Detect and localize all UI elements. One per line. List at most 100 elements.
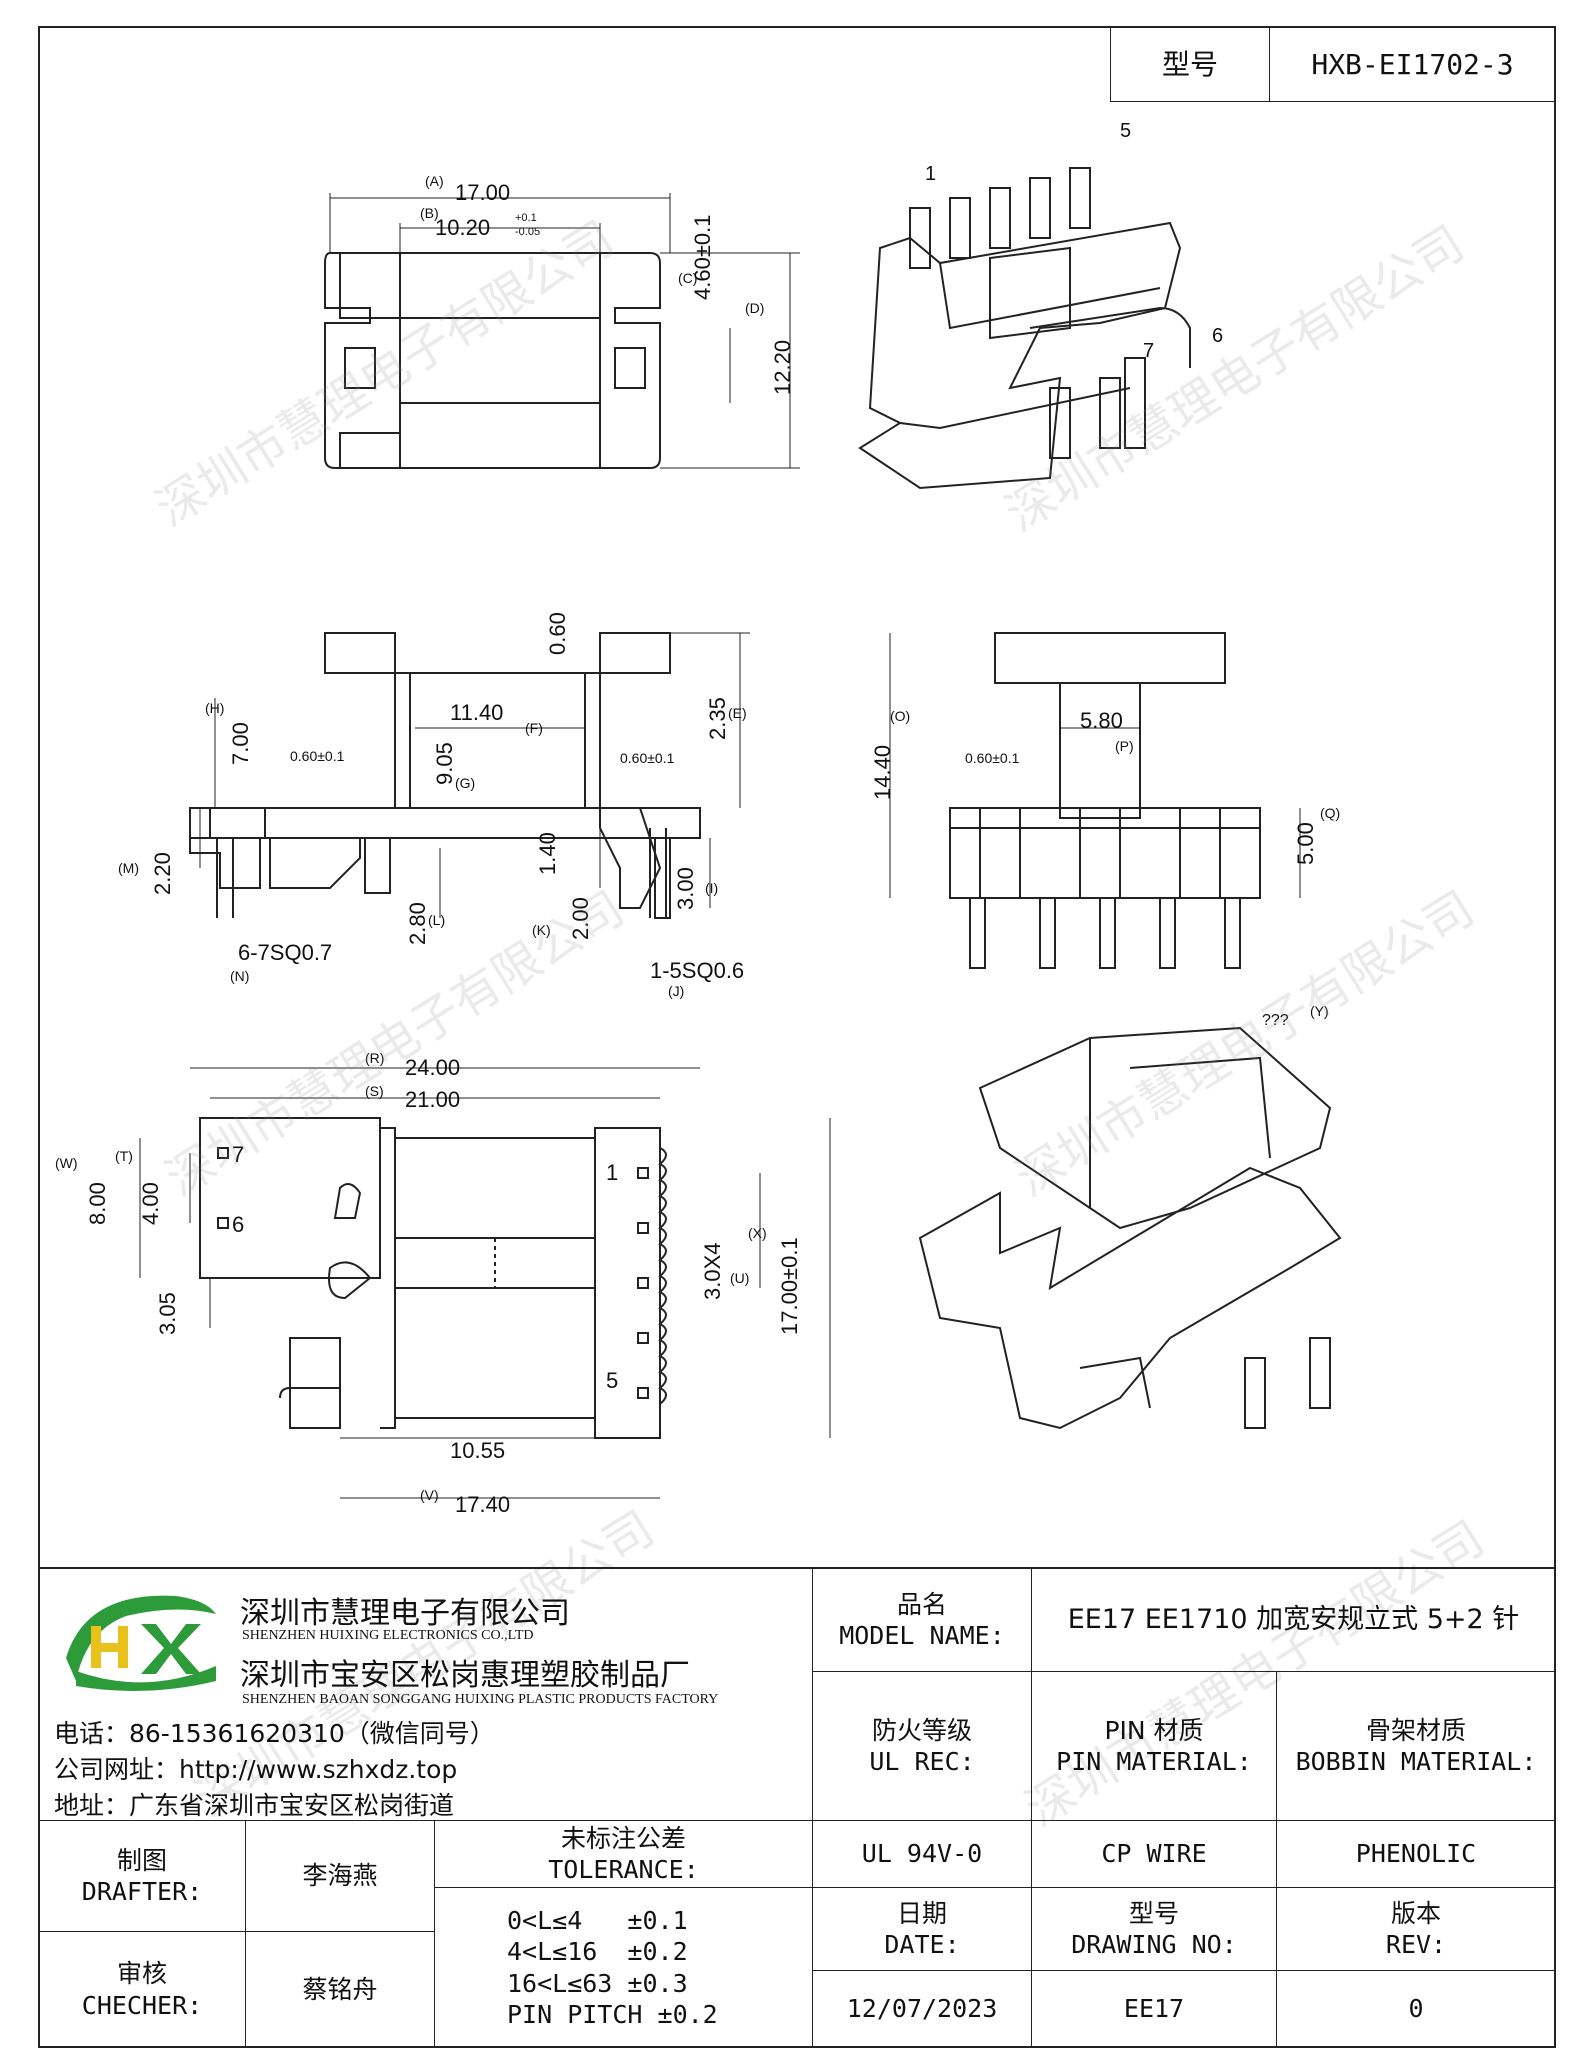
checker-value-cell: 蔡铭舟 [245,1931,435,2048]
company-name-cn: 深圳市慧理电子有限公司 [240,1596,570,1631]
dim-label: 4.00 [138,1182,163,1225]
checker-label-cell: 审核 CHECHER: [38,1931,246,2048]
pin-label: 5 [1120,120,1132,142]
pin-label: 1 [925,163,937,185]
rev-value-cell: 0 [1276,1970,1556,2048]
dim-label: 5.80 [1080,708,1123,733]
dim-label: (E) [728,705,747,721]
side-view [889,632,1301,969]
dim-label: 17.00±0.1 [777,1237,802,1335]
tolerance-line: PIN PITCH ±0.2 [507,1999,718,2029]
dim-label: (L) [428,912,446,928]
dim-label: (A) [425,173,444,189]
pin-label-en: PIN MATERIAL: [1056,1747,1252,1776]
model-name-value: EE17 EE1710 加宽安规立式 5+2 针 [1067,1604,1520,1636]
tolerance-values-cell: 0<L≤4 ±0.1 4<L≤16 ±0.2 16<L≤63 ±0.3 PIN … [434,1887,813,2048]
drafter-label-en: DRAFTER: [81,1877,203,1906]
factory-name-cn: 深圳市宝安区松岗惠理塑胶制品厂 [240,1658,690,1693]
model-name-label-cn: 品名 [896,1589,947,1619]
bobbin-label-cn: 骨架材质 [1365,1715,1466,1745]
dim-label: 4.60±0.1 [690,214,715,300]
dim-label: 1.40 [535,832,560,875]
dim-label: (G) [455,775,476,791]
front-view [189,632,750,919]
tolerance-line: 4<L≤16 ±0.2 [507,1937,688,1967]
dim-label: (S) [365,1083,384,1099]
dim-label: 0.60 [545,612,570,655]
ul-label-cell: 防火等级 UL REC: [812,1671,1032,1821]
rev-label-en: REV: [1385,1930,1447,1959]
company-phone: 电话：86-15361620310（微信同号） [54,1719,495,1748]
pin-label: 6 [1212,325,1224,347]
bobbin-material-value-cell: PHENOLIC [1276,1820,1556,1888]
dim-label: (T) [115,1148,133,1164]
company-name-en: SHENZHEN HUIXING ELECTRONICS CO.,LTD [242,1628,534,1643]
dim-label: +0.1 [515,212,537,224]
rev-value: 0 [1408,1994,1424,2024]
title-block-divider [38,1567,1556,1569]
checker-value: 蔡铭舟 [302,1974,378,2004]
company-website: 公司网址：http://www.szhxdz.top [54,1755,458,1784]
dim-label: (R) [365,1050,385,1066]
dim-label: (P) [1115,738,1134,754]
dim-label: 10.55 [450,1438,506,1463]
dim-label: 11.40 [450,700,504,725]
pin-label: 6 [232,1212,245,1237]
dim-label: (N) [230,968,250,984]
drawing-no-value: EE17 [1123,1994,1185,2024]
date-label-cell: 日期 DATE: [812,1887,1032,1971]
tolerance-label-cell: 未标注公差 TOLERANCE: [434,1820,813,1888]
dim-label: (Y) [1310,1003,1329,1019]
dim-label: (D) [745,300,765,316]
tolerance-label-cn: 未标注公差 [560,1823,686,1853]
tolerance-label-en: TOLERANCE: [548,1855,699,1884]
pin-material-value: CP WIRE [1101,1839,1207,1869]
dim-label: (Q) [1320,805,1341,821]
dim-label: 3.05 [155,1292,180,1335]
dim-label: (V) [420,1487,439,1503]
bobbin-label-en: BOBBIN MATERIAL: [1295,1747,1537,1776]
bottom-view [139,1067,831,1499]
pin-label: 1 [606,1160,619,1185]
drawing-no-label-en: DRAWING NO: [1071,1930,1237,1959]
pin-material-value-cell: CP WIRE [1031,1820,1277,1888]
dim-label: 0.60±0.1 [965,750,1020,766]
dim-label: -0.05 [515,226,541,238]
pin-material-label-cell: PIN 材质 PIN MATERIAL: [1031,1671,1277,1821]
dim-label: 1-5SQ0.6 [650,958,745,983]
date-value-cell: 12/07/2023 [812,1970,1032,2048]
drawing-no-label-cell: 型号 DRAWING NO: [1031,1887,1277,1971]
bobbin-material-value: PHENOLIC [1355,1839,1477,1869]
dim-label: (O) [890,708,911,724]
dim-label: 7.00 [228,722,253,765]
date-value: 12/07/2023 [846,1994,998,2024]
dim-label: 8.00 [85,1182,110,1225]
dim-label: (U) [730,1270,750,1286]
ul-label-cn: 防火等级 [871,1715,972,1745]
rev-label-cell: 版本 REV: [1276,1887,1556,1971]
drafter-label-cell: 制图 DRAFTER: [38,1820,246,1932]
dim-label: 0.60±0.1 [290,748,345,764]
factory-name-en: SHENZHEN BAOAN SONGGANG HUIXING PLASTIC … [242,1692,719,1707]
company-logo: HX [56,1586,226,1696]
ul-value: UL 94V-0 [861,1839,983,1869]
dim-label: (H) [205,700,225,716]
dim-label: (F) [525,720,543,736]
date-label-cn: 日期 [896,1898,947,1928]
dim-label: 17.00 [455,180,511,205]
dim-label: 12.20 [770,339,795,395]
header-model-value: HXB-EI1702-3 [1311,47,1514,81]
iso-view-top [858,167,1191,490]
dim-label: 10.20 [435,215,491,240]
tolerance-line: 16<L≤63 ±0.3 [507,1968,688,1998]
dim-label: (K) [532,922,551,938]
pin-label: 7 [1143,340,1155,362]
dimension-labels: 1 5 7 6 (A) 17.00 (B) 10.20 +0.1 -0.05 (… [55,120,1341,1517]
company-address: 地址：广东省深圳市宝安区松岗街道 [54,1791,455,1820]
dim-label: 3.0X4 [700,1242,725,1301]
dim-label: (J) [668,983,685,999]
pin-label: 7 [232,1142,245,1167]
ul-label-en: UL REC: [869,1747,975,1776]
dim-label: (M) [118,860,139,876]
header-model-label-cell: 型号 [1110,26,1270,102]
